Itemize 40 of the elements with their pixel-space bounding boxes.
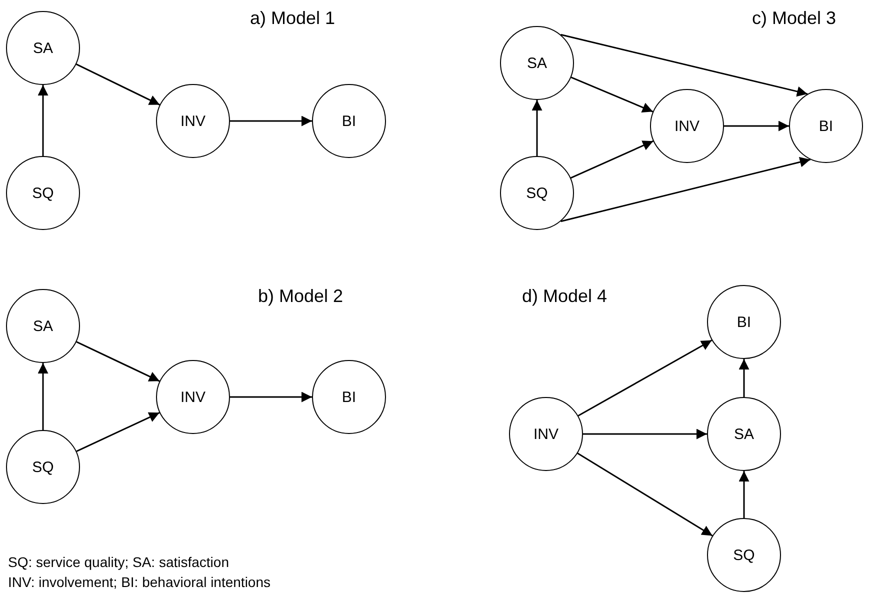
arrow [38, 363, 48, 430]
arrow [230, 116, 312, 126]
arrow [577, 452, 713, 536]
arrow [570, 76, 654, 112]
construct-label: SQ [32, 184, 54, 202]
construct-label: INV [674, 118, 700, 134]
model-title: d) Model 4 [522, 286, 608, 307]
construct-label: SA [526, 54, 547, 72]
arrow [230, 392, 312, 402]
construct-label: INV [533, 426, 558, 442]
model-title: b) Model 2 [258, 286, 344, 307]
arrow [560, 156, 811, 222]
construct-label: BI [342, 112, 356, 130]
arrow [532, 100, 542, 156]
construct-label: SA [32, 40, 53, 56]
arrow [76, 341, 160, 382]
construct-label: BI [342, 388, 356, 406]
arrow [76, 412, 160, 452]
construct-label: SA [734, 426, 754, 442]
arrow [738, 471, 750, 518]
model-title: a) Model 1 [250, 8, 336, 29]
construct-label: BI [818, 118, 834, 134]
model-title: c) Model 3 [752, 8, 836, 29]
arrow [724, 120, 789, 132]
construct-label: INV [180, 388, 206, 406]
construct-label: SQ [32, 458, 54, 476]
arrow [570, 140, 654, 179]
construct-label: INV [180, 112, 206, 130]
construct-label: SA [32, 318, 53, 334]
legend-note: SQ: service quality; SA: satisfaction [8, 554, 229, 570]
arrow [578, 340, 712, 416]
arrow [738, 359, 750, 397]
arrow [583, 428, 707, 440]
arrow [76, 64, 160, 106]
arrow [560, 34, 808, 97]
legend-note: INV: involvement; BI: behavioral intentions [8, 574, 271, 590]
construct-label: BI [736, 314, 752, 330]
construct-label: SQ [733, 546, 755, 564]
construct-label: SQ [526, 184, 548, 202]
arrow [38, 85, 48, 156]
